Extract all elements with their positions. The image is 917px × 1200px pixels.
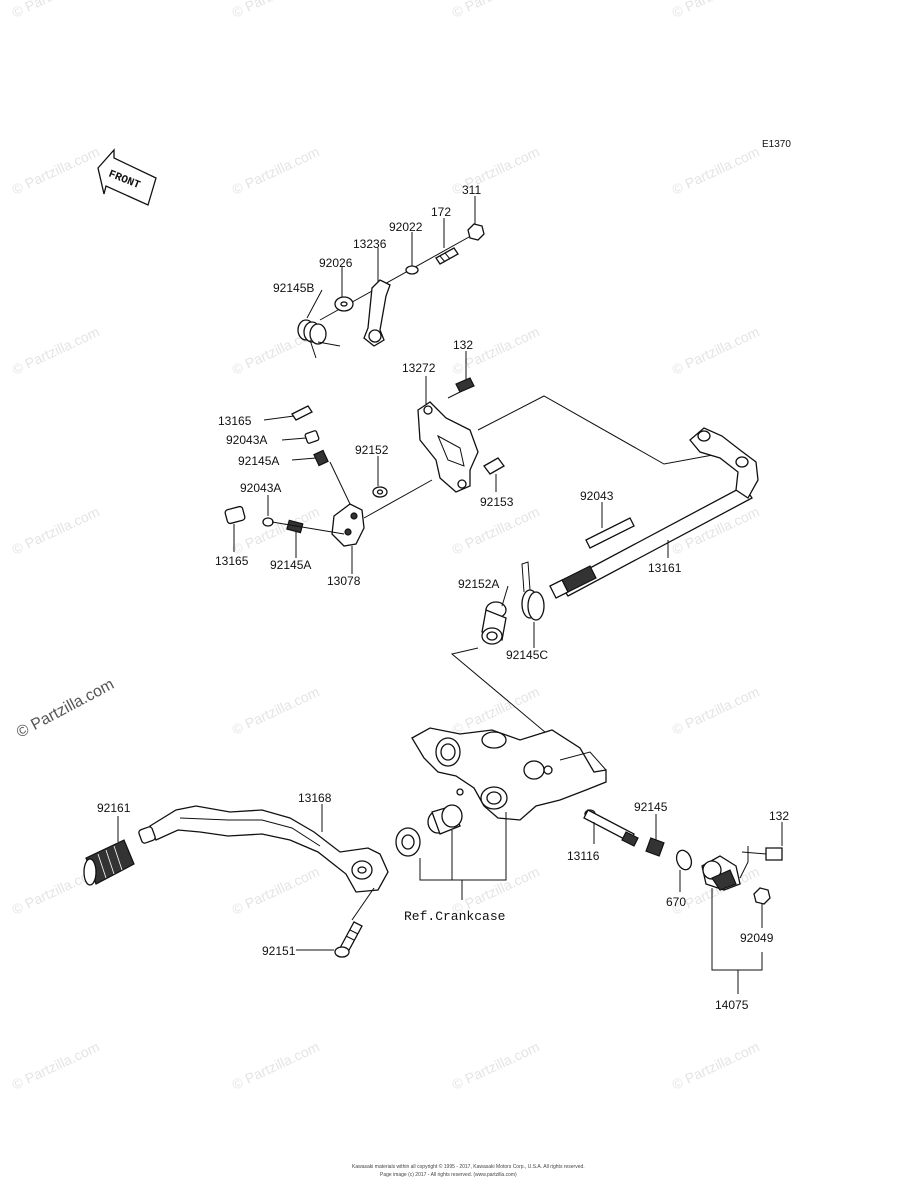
part-label-132-top: 132: [453, 338, 473, 352]
part-label-13165-top: 13165: [218, 414, 252, 428]
part-label-92043A-bottom: 92043A: [240, 481, 281, 495]
oil-seal[interactable]: [395, 827, 421, 857]
bolt-132-top[interactable]: [455, 377, 475, 393]
pawl-92043A-top[interactable]: [304, 430, 320, 444]
part-label-92043: 92043: [580, 489, 614, 503]
joint-14075[interactable]: [701, 855, 741, 891]
watermark: © Partzilla.com: [230, 0, 322, 21]
watermark-primary: © Partzilla.com: [14, 676, 117, 742]
part-label-172: 172: [431, 205, 451, 219]
crankcase-group: [395, 727, 607, 900]
pawl-92043A-bottom[interactable]: [262, 517, 274, 527]
part-label-92145A-bottom: 92145A: [270, 558, 311, 572]
pedal-rubber-92161[interactable]: [83, 839, 135, 886]
rod-13116[interactable]: [583, 809, 639, 847]
shift-shaft-group: [477, 395, 759, 645]
spring-92145C[interactable]: [521, 561, 545, 621]
shift-arm-group: [297, 223, 485, 359]
part-label-92043A-top: 92043A: [226, 433, 267, 447]
shift-pedal-group: [83, 805, 389, 958]
part-label-92026: 92026: [319, 256, 353, 270]
watermark: © Partzilla.com: [230, 1038, 322, 1092]
watermark: © Partzilla.com: [10, 1038, 102, 1092]
shift-arm-13236[interactable]: [363, 279, 391, 347]
pin-13165-bottom[interactable]: [224, 505, 246, 525]
linkage-group: [583, 809, 783, 905]
bolt-92151[interactable]: [334, 921, 363, 958]
pin-13165-top[interactable]: [291, 405, 313, 421]
watermark: © Partzilla.com: [10, 323, 102, 377]
footer-line-1: Kawasaki materials within all copyright …: [352, 1163, 585, 1170]
watermark: © Partzilla.com: [10, 503, 102, 557]
watermark: © Partzilla.com: [10, 143, 102, 197]
shaft-spline: [549, 565, 597, 599]
part-label-13272: 13272: [402, 361, 436, 375]
watermark: © Partzilla.com: [450, 1038, 542, 1092]
collar-92152A[interactable]: [481, 601, 507, 645]
part-label-92049: 92049: [740, 931, 774, 945]
watermark: © Partzilla.com: [230, 863, 322, 917]
watermark: © Partzilla.com: [670, 1038, 762, 1092]
shift-pedal-13168[interactable]: [149, 805, 389, 893]
part-label-14075: 14075: [715, 998, 749, 1012]
spring-92145A-top[interactable]: [313, 449, 329, 467]
watermark: © Partzilla.com: [670, 0, 762, 21]
part-label-92145B: 92145B: [273, 281, 314, 295]
watermark: © Partzilla.com: [230, 143, 322, 197]
part-label-92152A: 92152A: [458, 577, 499, 591]
watermark: © Partzilla.com: [670, 323, 762, 377]
part-label-13168: 13168: [298, 791, 332, 805]
watermark: © Partzilla.com: [450, 0, 542, 21]
bolt-132-right[interactable]: [741, 847, 783, 861]
part-label-92153: 92153: [480, 495, 514, 509]
bolt-92153[interactable]: [483, 457, 505, 475]
footer-line-2: Page image (c) 2017 - All rights reserve…: [380, 1172, 517, 1178]
part-label-92161: 92161: [97, 801, 131, 815]
needle-bearing[interactable]: [427, 804, 463, 835]
nut-311[interactable]: [467, 223, 485, 241]
spring-92145[interactable]: [645, 837, 665, 857]
part-label-13165-bottom: 13165: [215, 554, 249, 568]
watermark: © Partzilla.com: [10, 0, 102, 21]
ref-crankcase-note: Ref.Crankcase: [404, 909, 505, 924]
watermark: © Partzilla.com: [450, 503, 542, 557]
part-label-311: 311: [462, 183, 481, 197]
part-label-13236: 13236: [353, 237, 387, 251]
part-label-670: 670: [666, 895, 686, 909]
diagram-code: E1370: [762, 139, 791, 150]
plate-13272[interactable]: [417, 401, 479, 493]
part-label-92145C: 92145C: [506, 648, 548, 662]
part-label-92151: 92151: [262, 944, 296, 958]
o-ring-670[interactable]: [674, 848, 694, 872]
spring-92145B[interactable]: [297, 319, 341, 359]
watermark: © Partzilla.com: [670, 143, 762, 197]
part-label-92152: 92152: [355, 443, 389, 457]
watermark: © Partzilla.com: [670, 683, 762, 737]
front-arrow-icon: FRONT: [97, 148, 157, 206]
shifter-13078[interactable]: [331, 503, 365, 547]
pin-92043[interactable]: [585, 517, 635, 549]
part-label-92145: 92145: [634, 800, 668, 814]
shift-plate-group: [224, 377, 505, 547]
part-label-13078: 13078: [327, 574, 361, 588]
washer-92022[interactable]: [405, 265, 419, 275]
watermark: © Partzilla.com: [230, 683, 322, 737]
part-label-92022: 92022: [389, 220, 423, 234]
part-label-92145A-top: 92145A: [238, 454, 279, 468]
nut-92049[interactable]: [753, 887, 771, 905]
watermark: © Partzilla.com: [450, 683, 542, 737]
part-label-132-right: 132: [769, 809, 789, 823]
part-label-13161: 13161: [648, 561, 682, 575]
part-label-13116: 13116: [567, 849, 600, 863]
